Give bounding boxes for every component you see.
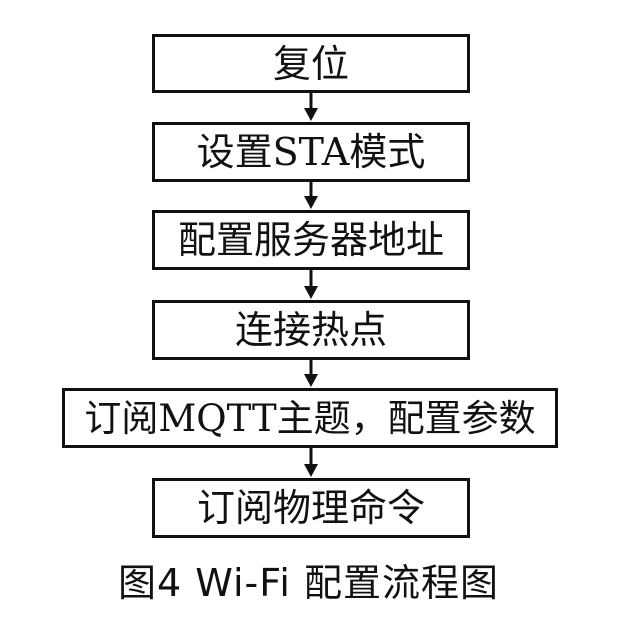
arrow-1-2 bbox=[304, 93, 318, 121]
arrow-5-6 bbox=[304, 448, 318, 477]
step-config-server-address: 配置服务器地址 bbox=[152, 210, 470, 270]
step-subscribe-physical-command: 订阅物理命令 bbox=[152, 478, 470, 538]
arrow-4-5 bbox=[304, 360, 318, 387]
figure-caption: 图4 Wi-Fi 配置流程图 bbox=[118, 561, 499, 605]
arrow-2-3 bbox=[304, 182, 318, 209]
step-reset: 复位 bbox=[152, 34, 470, 93]
step-subscribe-mqtt-topic: 订阅MQTT主题，配置参数 bbox=[62, 388, 558, 448]
step-connect-hotspot: 连接热点 bbox=[152, 300, 470, 360]
step-set-sta-mode: 设置STA模式 bbox=[152, 122, 470, 182]
arrow-3-4 bbox=[304, 270, 318, 299]
